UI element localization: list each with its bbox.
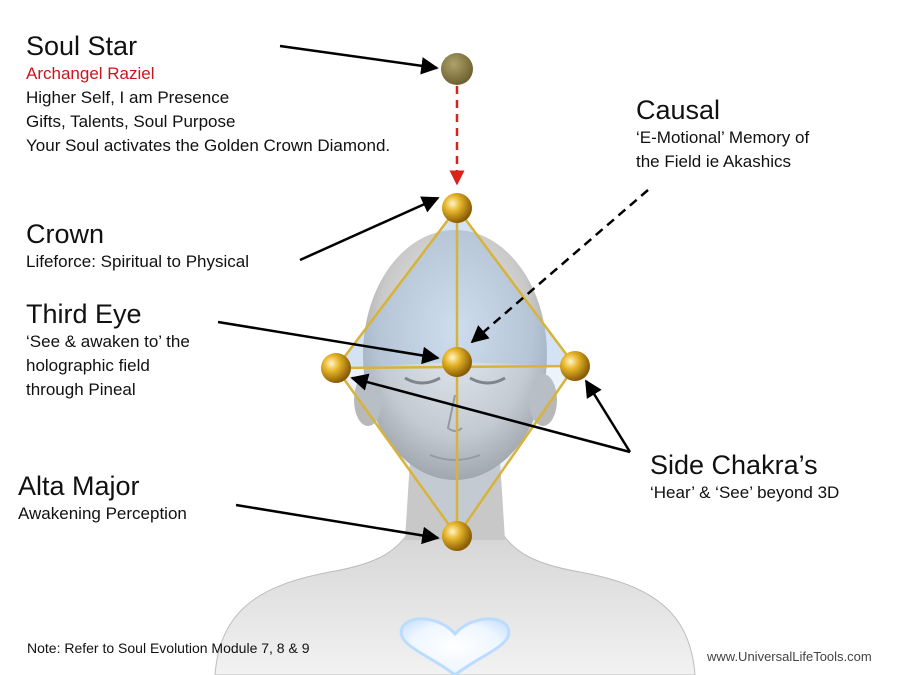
soul-star-line-1: Higher Self, I am Presence (26, 88, 230, 107)
alta-major-title: Alta Major (18, 471, 140, 501)
third-eye-line-2: holographic field (26, 356, 150, 375)
soul-star-line-2: Gifts, Talents, Soul Purpose (26, 112, 236, 131)
soul-star-line-3: Your Soul activates the Golden Crown Dia… (26, 136, 391, 155)
third-eye-title: Third Eye (26, 299, 142, 329)
alta-major-node (442, 521, 472, 551)
neck (405, 460, 505, 540)
alta-major-line-1: Awakening Perception (18, 504, 187, 523)
causal-title: Causal (636, 95, 721, 125)
soul-star-dot (441, 53, 473, 85)
arrow-causal (470, 189, 649, 344)
diamond-face-lower (336, 362, 575, 536)
arrow-soul-star (279, 44, 439, 75)
soul-star-title: Soul Star (26, 31, 138, 61)
crown-title: Crown (26, 219, 105, 249)
third-eye-line-3: through Pineal (26, 380, 136, 399)
nose (446, 394, 463, 432)
side-chakra-right-node (560, 351, 590, 381)
arrow-side-right (584, 379, 632, 453)
causal-line-2: the Field ie Akashics (636, 152, 791, 171)
diamond-face-upper (336, 208, 575, 368)
third-eye-label: Third Eye ‘See & awaken to’ the holograp… (26, 298, 190, 402)
side-chakra-left-node (321, 353, 351, 383)
arrow-alta-major (235, 503, 440, 545)
heart-glow (399, 617, 511, 675)
eye-left (404, 376, 441, 385)
side-chakras-line-1: ‘Hear’ & ‘See’ beyond 3D (650, 483, 840, 502)
footer-note: Note: Refer to Soul Evolution Module 7, … (27, 640, 310, 656)
website-link[interactable]: www.UniversalLifeTools.com (707, 649, 872, 664)
third-eye-line-1: ‘See & awaken to’ the (26, 332, 190, 351)
soul-star-label: Soul Star Archangel Raziel Higher Self, … (26, 30, 390, 158)
causal-line-1: ‘E-Motional’ Memory of (636, 128, 810, 147)
crown-node (442, 193, 472, 223)
eye-right (469, 376, 506, 385)
arrow-side-left (350, 373, 631, 454)
crown-line-1: Lifeforce: Spiritual to Physical (26, 252, 249, 271)
causal-label: Causal ‘E-Motional’ Memory of the Field … (636, 94, 809, 174)
pointer-arrows (217, 44, 649, 545)
ear-right (529, 374, 557, 426)
arrow-third-eye (217, 320, 440, 365)
crown-label: Crown Lifeforce: Spiritual to Physical (26, 218, 249, 274)
arrow-crown (299, 196, 440, 262)
soul-star-angel: Archangel Raziel (26, 64, 155, 83)
third-eye-node (442, 347, 472, 377)
side-chakras-title: Side Chakra’s (650, 450, 818, 480)
mouth (429, 454, 481, 461)
side-chakras-label: Side Chakra’s ‘Hear’ & ‘See’ beyond 3D (650, 449, 839, 505)
alta-major-label: Alta Major Awakening Perception (18, 470, 187, 526)
